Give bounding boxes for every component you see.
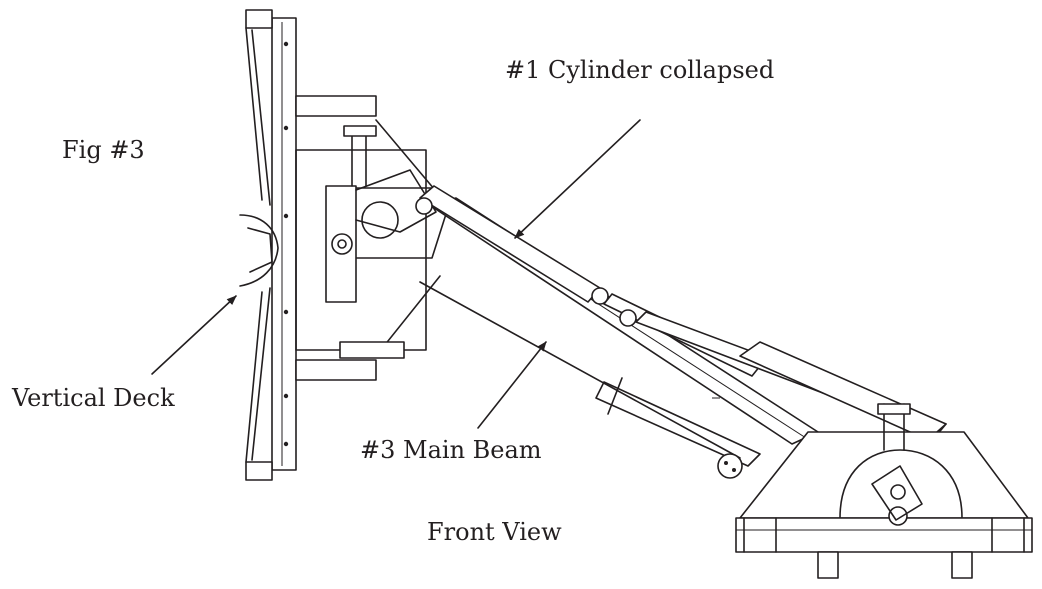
deck-bottom-bracket: [245, 461, 273, 481]
mount-foot-right: [951, 551, 973, 579]
mount-foot-left: [817, 551, 839, 579]
mount-arc: [839, 449, 963, 519]
mount-pivot: [888, 506, 908, 526]
pivot-bearing: [361, 201, 399, 239]
pivot-link: [355, 169, 437, 233]
deck-plate: [271, 17, 297, 471]
frame-rod-clamp: [343, 125, 377, 137]
cylinder-callout-arrow: [514, 119, 641, 239]
tractor-mount: [735, 403, 1033, 579]
view-label: Front View: [427, 518, 562, 546]
frame-box: [295, 149, 427, 351]
deck-top-bracket: [245, 9, 273, 29]
deck-side-braces: [245, 27, 263, 463]
frame-upper-arm: [295, 95, 377, 117]
cylinder-rod-pin: [591, 287, 609, 305]
secondary-pin: [619, 309, 637, 327]
frame-lower-arm: [295, 359, 377, 381]
cylinder-base-pin: [415, 197, 433, 215]
deck-blade-hub: [239, 214, 279, 287]
cylinder-barrel: [419, 185, 601, 303]
gearbox-shaft: [331, 233, 353, 255]
lower-strut-cylinder: [595, 381, 761, 467]
mount-base: [735, 517, 1033, 553]
mount-bracket: [871, 465, 923, 521]
deck-frame: [295, 95, 447, 381]
lower-strut: [419, 281, 741, 459]
frame-rods: [351, 129, 367, 187]
frame-diagonals: [375, 119, 441, 357]
vertical-deck: [239, 9, 297, 481]
gearbox-body: [325, 185, 357, 303]
deck-label: Vertical Deck: [12, 384, 175, 412]
deck-hub-detail: [247, 227, 273, 273]
frame-pad: [339, 341, 405, 359]
deck-side-braces-inner: [251, 29, 271, 461]
beam-label: #3 Main Beam: [360, 436, 542, 464]
figure-label: Fig #3: [62, 136, 145, 164]
lower-strut-clamp: [607, 377, 623, 415]
lower-strut-pivot: [717, 453, 743, 479]
cylinder-assembly: [415, 185, 947, 441]
deck-callout-arrow: [151, 295, 237, 375]
cylinder-label: #1 Cylinder collapsed: [505, 56, 775, 84]
secondary-cylinder-barrel: [739, 341, 947, 441]
beam-callout-arrow: [477, 341, 547, 429]
